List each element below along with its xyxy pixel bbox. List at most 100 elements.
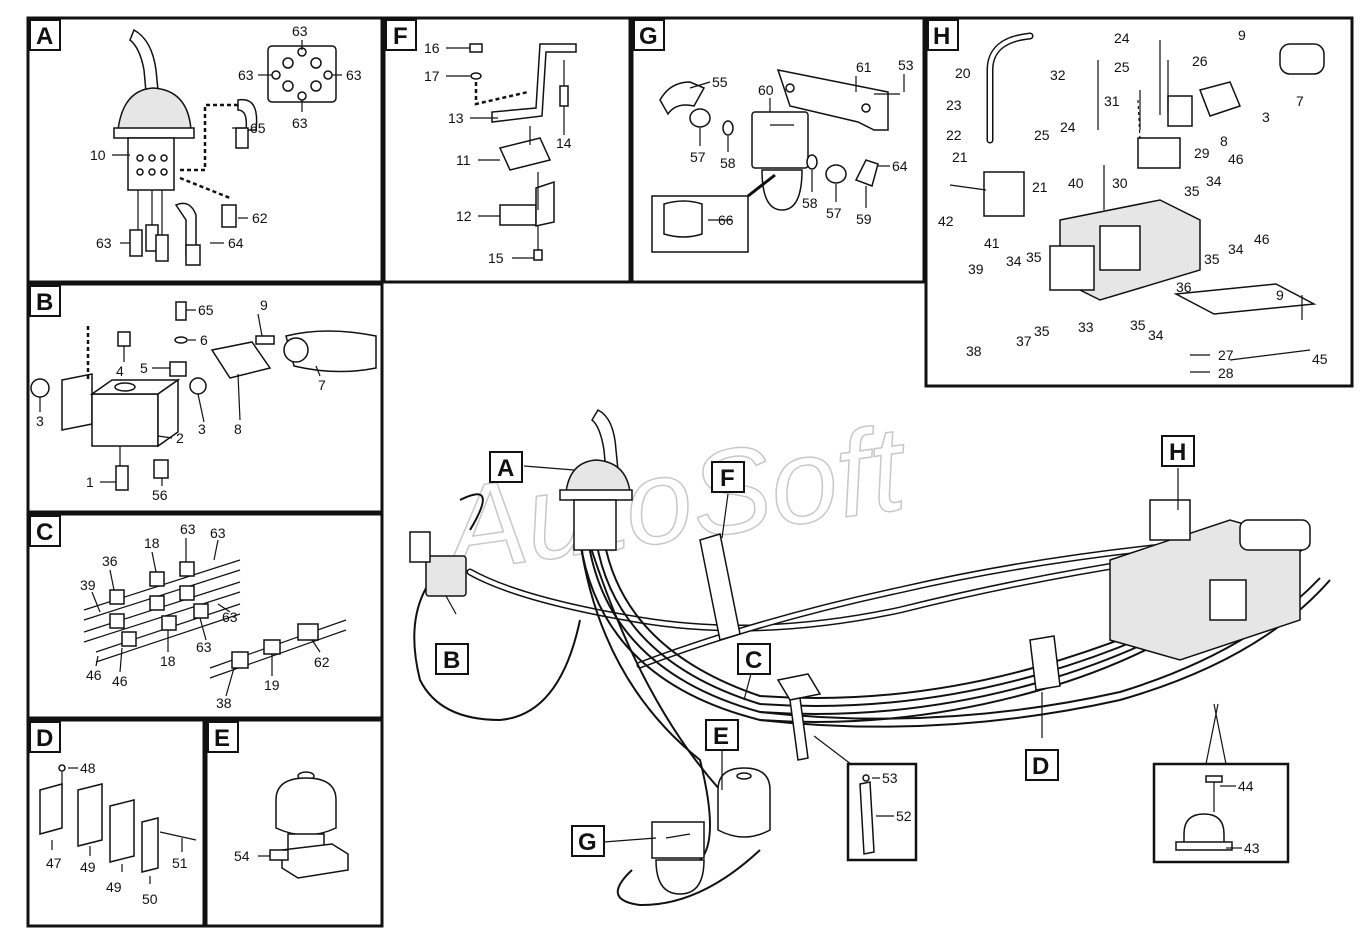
label-63-left: 63 [238,67,254,83]
label-23: 23 [946,97,962,113]
svg-text:G: G [578,829,597,856]
label-8: 8 [234,421,242,437]
label-35-bottom-left: 35 [1034,323,1050,339]
label-36: 36 [102,553,118,569]
label-32: 32 [1050,67,1066,83]
label-62: 62 [314,654,330,670]
label-61: 61 [856,59,872,75]
assembly-tag-d: D [1025,749,1059,781]
assembly-tag-c: C [737,643,771,675]
label-1: 1 [86,474,94,490]
label-63-c: 63 [222,609,238,625]
label-60: 60 [758,82,774,98]
label-42: 42 [938,213,954,229]
label-3-right: 3 [198,421,206,437]
label-35-right-mid: 35 [1204,251,1220,267]
label-58-right: 58 [802,195,818,211]
assembly-tag-f: F [711,461,745,493]
label-56: 56 [152,487,168,503]
panel-h-tag: H [927,19,959,51]
label-9-top: 9 [1238,27,1246,43]
label-22: 22 [946,127,962,143]
svg-text:A: A [36,23,53,50]
label-46-mid: 46 [1254,231,1270,247]
label-57-right: 57 [826,205,842,221]
panel-f-tag: F [385,19,417,51]
panel-b-tag: B [29,285,61,317]
label-10: 10 [90,147,106,163]
label-37: 37 [1016,333,1032,349]
assembly-tag-b: B [435,643,469,675]
label-63-a: 63 [180,521,196,537]
label-3: 3 [1262,109,1270,125]
main-assembly: 53 52 44 43 A F H B C E D [409,409,1331,907]
label-2: 2 [176,430,184,446]
label-39: 39 [80,577,96,593]
label-48: 48 [80,760,96,776]
label-34-right-top: 34 [1206,173,1222,189]
svg-text:E: E [713,723,729,750]
panel-h: H 24 9 20 32 25 26 7 23 31 22 25 24 [924,16,1354,388]
panel-g: G 55 60 61 53 57 58 58 57 59 [630,16,926,284]
label-16: 16 [424,40,440,56]
svg-text:B: B [36,289,53,316]
svg-text:D: D [1032,753,1049,780]
label-14: 14 [556,135,572,151]
label-38: 38 [966,343,982,359]
label-11: 11 [456,152,471,168]
panel-a: A [26,16,384,284]
label-31: 31 [1104,93,1120,109]
label-13: 13 [448,110,464,126]
svg-text:A: A [497,455,514,482]
label-49-a: 49 [80,859,96,875]
label-25-top: 25 [1114,59,1130,75]
label-9: 9 [260,297,268,313]
svg-text:C: C [36,519,53,546]
label-53: 53 [898,57,914,73]
panel-d: D 48 47 49 49 50 51 [26,718,206,928]
panel-c-tag: C [29,515,61,547]
label-12: 12 [456,208,472,224]
label-55: 55 [712,74,728,90]
connector-plate [267,45,337,103]
label-65: 65 [250,120,266,136]
label-63-b: 63 [210,525,226,541]
label-17: 17 [424,68,440,84]
label-58-left: 58 [720,155,736,171]
watermark: AutoSoft [431,400,916,598]
panel-e-tag: E [207,721,239,753]
svg-text:H: H [933,23,950,50]
svg-text:H: H [1169,439,1186,466]
label-47: 47 [46,855,62,871]
label-40: 40 [1068,175,1084,191]
label-21-mid: 21 [1032,179,1048,195]
label-57-left: 57 [690,149,706,165]
label-63-right: 63 [346,67,362,83]
assembly-tag-h: H [1161,435,1195,467]
svg-text:D: D [36,725,53,752]
panel-g-tag: G [633,19,665,51]
label-63-bottom: 63 [292,115,308,131]
svg-text:F: F [393,23,408,50]
label-34-bottom: 34 [1148,327,1164,343]
assembly-tag-e: E [705,719,739,751]
label-49-b: 49 [106,879,122,895]
label-20: 20 [955,65,971,81]
label-30: 30 [1112,175,1128,191]
label-24-mid: 24 [1060,119,1076,135]
label-7: 7 [318,377,326,393]
label-35-bottom-right: 35 [1130,317,1146,333]
label-54: 54 [234,848,250,864]
label-33: 33 [1078,319,1094,335]
label-18-bottom: 18 [160,653,176,669]
label-63-lower: 63 [96,235,112,251]
label-35-right-top: 35 [1184,183,1200,199]
assembly-tag-a: A [489,451,523,483]
label-52: 52 [896,808,912,824]
label-44: 44 [1238,778,1254,794]
label-18-top: 18 [144,535,160,551]
label-19: 19 [264,677,280,693]
label-35-left: 35 [1026,249,1042,265]
label-25-mid: 25 [1034,127,1050,143]
